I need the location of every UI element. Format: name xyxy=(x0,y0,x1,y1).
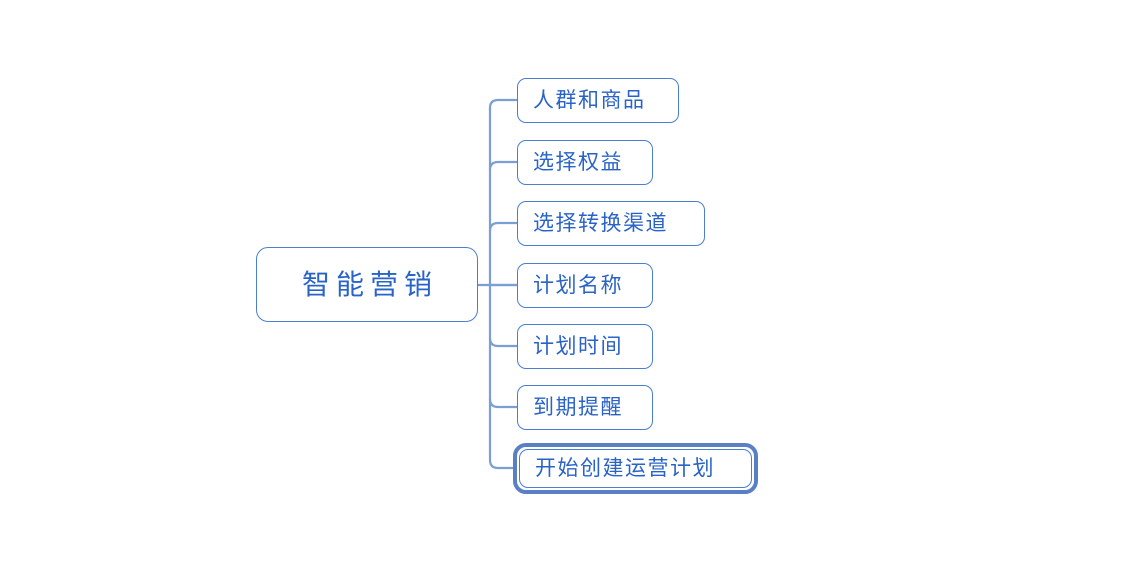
root-node-label: 智能营销 xyxy=(301,268,438,300)
connector-branch-6 xyxy=(488,398,517,409)
child-node-3-label: 选择转换渠道 xyxy=(533,212,668,235)
child-node-5[interactable]: 计划时间 xyxy=(517,324,653,369)
child-node-3[interactable]: 选择转换渠道 xyxy=(517,201,705,246)
root-node[interactable]: 智能营销 xyxy=(256,247,478,322)
child-node-2[interactable]: 选择权益 xyxy=(517,140,653,185)
child-node-6-label: 到期提醒 xyxy=(533,396,623,419)
child-node-1-label: 人群和商品 xyxy=(533,89,646,112)
connector-branch-2 xyxy=(488,160,517,171)
child-node-1[interactable]: 人群和商品 xyxy=(517,78,679,123)
child-node-4-label: 计划名称 xyxy=(533,274,623,297)
connector-branch-5 xyxy=(488,337,517,348)
child-node-6[interactable]: 到期提醒 xyxy=(517,385,653,430)
child-node-5-label: 计划时间 xyxy=(533,335,623,358)
child-node-7-selection-ring[interactable]: 开始创建运营计划 xyxy=(513,443,758,494)
child-node-7-label: 开始创建运营计划 xyxy=(535,457,715,480)
connector-branch-3 xyxy=(488,221,517,232)
child-node-4[interactable]: 计划名称 xyxy=(517,263,653,308)
child-node-2-label: 选择权益 xyxy=(533,151,623,174)
child-node-7[interactable]: 开始创建运营计划 xyxy=(519,449,752,488)
connector-branch-1 xyxy=(488,98,517,110)
